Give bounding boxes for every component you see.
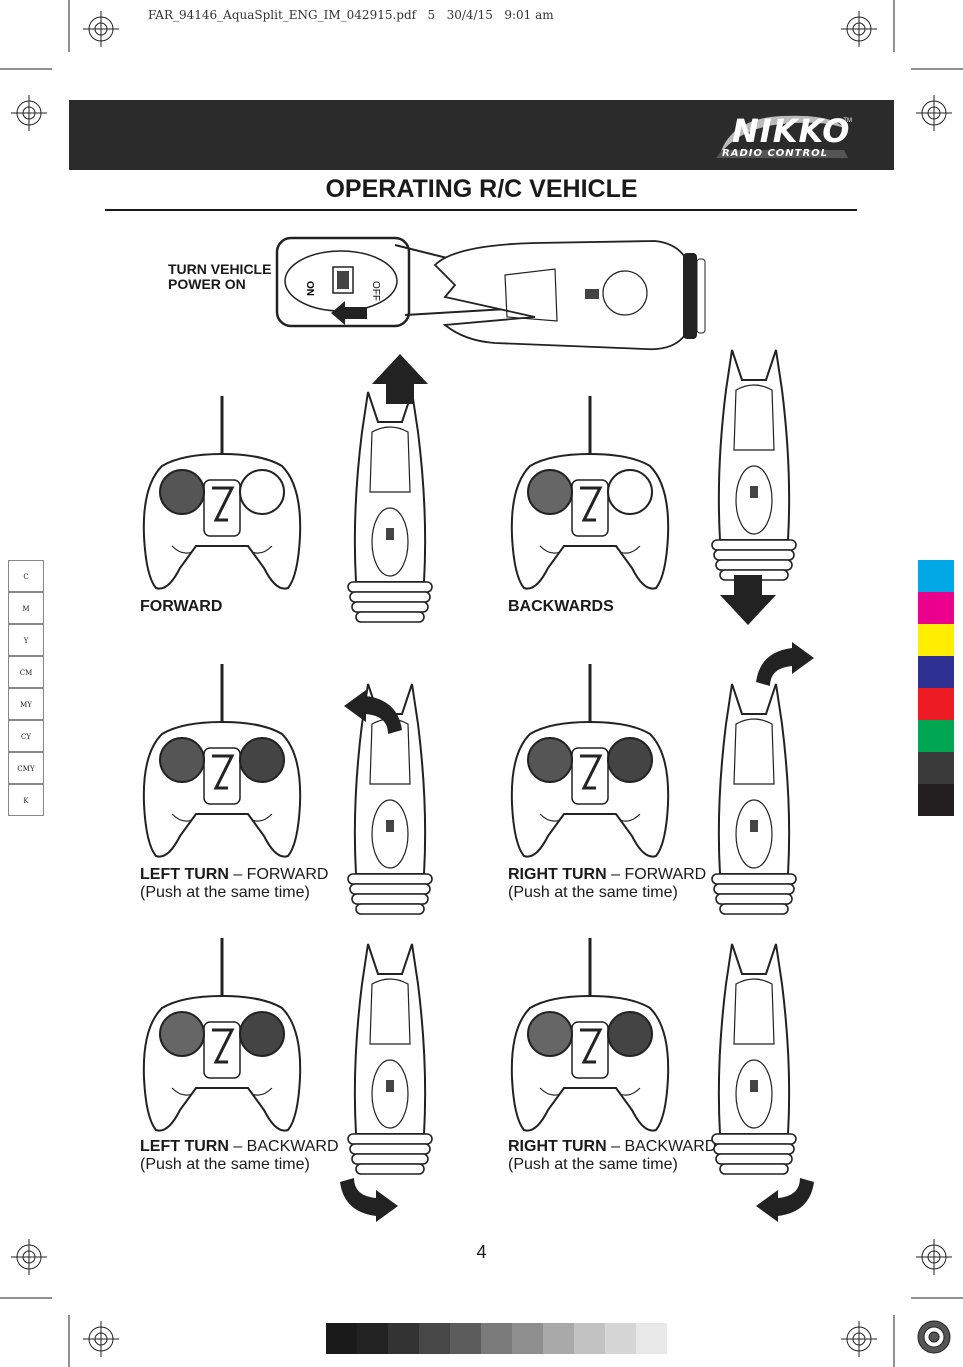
- label-note: (Push at the same time): [508, 884, 678, 901]
- logo-swoosh-icon: [716, 115, 848, 158]
- color-patch: [918, 656, 954, 688]
- label-rest: – BACKWARD: [228, 1138, 339, 1155]
- trademark: TM: [843, 118, 852, 124]
- label-note: (Push at the same time): [508, 1156, 678, 1173]
- registration-mark-icon: [841, 1321, 877, 1357]
- registration-mark-icon: [83, 11, 119, 47]
- switch-off-text: OFF: [370, 281, 381, 301]
- color-patch: [918, 720, 954, 752]
- registration-mark-icon: [83, 1321, 119, 1357]
- left-stick-down-icon: [159, 1011, 205, 1057]
- label-note: (Push at the same time): [140, 1156, 310, 1173]
- step-left-forward-label: LEFT TURN – FORWARD (Push at the same ti…: [140, 866, 328, 902]
- right-stick-left-icon: [239, 1011, 285, 1057]
- arrow-curve-right-icon: [756, 642, 814, 686]
- color-patch: [918, 688, 954, 720]
- gray-patch: [419, 1323, 450, 1354]
- color-patch: [918, 784, 954, 816]
- label-rest: – BACKWARD: [606, 1138, 717, 1155]
- registration-mark-icon: [11, 95, 47, 131]
- registration-mark-icon: [916, 1239, 952, 1275]
- left-stick-up-icon: [527, 737, 573, 783]
- vehicle-forward: [347, 391, 433, 623]
- step-backwards-label: BACKWARDS: [508, 598, 614, 615]
- vehicle-right-forward: [711, 683, 797, 915]
- color-swatch: MY: [8, 688, 44, 720]
- left-stick-down-icon: [527, 1011, 573, 1057]
- step-right-forward-label: RIGHT TURN – FORWARD (Push at the same t…: [508, 866, 706, 902]
- color-swatch: Y: [8, 624, 44, 656]
- color-patch: [918, 592, 954, 624]
- label-rest: – FORWARD: [606, 866, 707, 883]
- gray-patch: [605, 1323, 636, 1354]
- gray-patch: [357, 1323, 388, 1354]
- color-patch: [918, 752, 954, 784]
- left-stick-up-icon: [159, 737, 205, 783]
- logo-tagline: RADIO CONTROL: [722, 148, 829, 159]
- right-stick-left-icon: [239, 737, 285, 783]
- nikko-logo: NIKKO RADIO CONTROL TM: [712, 110, 852, 162]
- gray-patch: [574, 1323, 605, 1354]
- left-stick-up-icon: [159, 469, 205, 515]
- gray-patch: [512, 1323, 543, 1354]
- color-bar-left: C M Y CM MY CY CMY K: [8, 560, 44, 816]
- power-on-label-line1: TURN VEHICLE: [168, 261, 272, 277]
- registration-mark-icon: [841, 11, 877, 47]
- arrow-down-icon: [720, 575, 776, 625]
- vehicle-backwards: [711, 349, 797, 581]
- color-patch: [918, 560, 954, 592]
- label-note: (Push at the same time): [140, 884, 310, 901]
- color-swatch: CMY: [8, 752, 44, 784]
- vehicle-left-backward: [347, 943, 433, 1175]
- arrow-left-icon: [331, 301, 367, 325]
- gray-scale-strip: [326, 1323, 667, 1354]
- arrow-up-icon: [372, 354, 428, 404]
- right-stick-right-icon: [607, 737, 653, 783]
- star-target-icon: [917, 1320, 951, 1354]
- color-swatch: C: [8, 560, 44, 592]
- print-slug: FAR_94146_AquaSplit_ENG_IM_042915.pdf 5 …: [148, 8, 554, 22]
- power-on-label: TURN VEHICLE POWER ON: [168, 262, 271, 292]
- right-stick-right-icon: [607, 1011, 653, 1057]
- gray-patch: [326, 1323, 357, 1354]
- color-swatch: M: [8, 592, 44, 624]
- color-swatch: CY: [8, 720, 44, 752]
- page-number: 4: [476, 1242, 487, 1262]
- arrow-curve-down-left-icon: [340, 1178, 398, 1222]
- label-bold: LEFT TURN: [140, 1138, 229, 1155]
- color-patch: [918, 624, 954, 656]
- label-rest: – FORWARD: [228, 866, 329, 883]
- switch-on-text: ON: [304, 281, 315, 296]
- header-bar: NIKKO RADIO CONTROL TM: [69, 100, 894, 170]
- gray-patch: [636, 1323, 667, 1354]
- title-rule: [105, 209, 857, 211]
- step-right-backward-label: RIGHT TURN – BACKWARD (Push at the same …: [508, 1138, 716, 1174]
- color-swatch: CM: [8, 656, 44, 688]
- page-title: OPERATING R/C VEHICLE: [325, 175, 638, 203]
- step-forward-label: FORWARD: [140, 598, 223, 615]
- label-bold: RIGHT TURN: [508, 1138, 607, 1155]
- arrow-curve-down-right-icon: [756, 1178, 814, 1222]
- gray-patch: [481, 1323, 512, 1354]
- step-left-backward-label: LEFT TURN – BACKWARD (Push at the same t…: [140, 1138, 339, 1174]
- gray-patch: [388, 1323, 419, 1354]
- gray-patch: [543, 1323, 574, 1354]
- registration-mark-icon: [916, 95, 952, 131]
- left-stick-down-icon: [527, 469, 573, 515]
- label-bold: LEFT TURN: [140, 866, 229, 883]
- color-bar-right: [918, 560, 954, 816]
- gray-patch: [450, 1323, 481, 1354]
- vehicle-right-backward: [711, 943, 797, 1175]
- registration-mark-icon: [11, 1239, 47, 1275]
- color-swatch: K: [8, 784, 44, 816]
- power-on-label-line2: POWER ON: [168, 276, 246, 292]
- logo-text: NIKKO: [732, 112, 851, 150]
- vehicle-side-view: ON OFF: [275, 236, 706, 351]
- label-bold: RIGHT TURN: [508, 866, 607, 883]
